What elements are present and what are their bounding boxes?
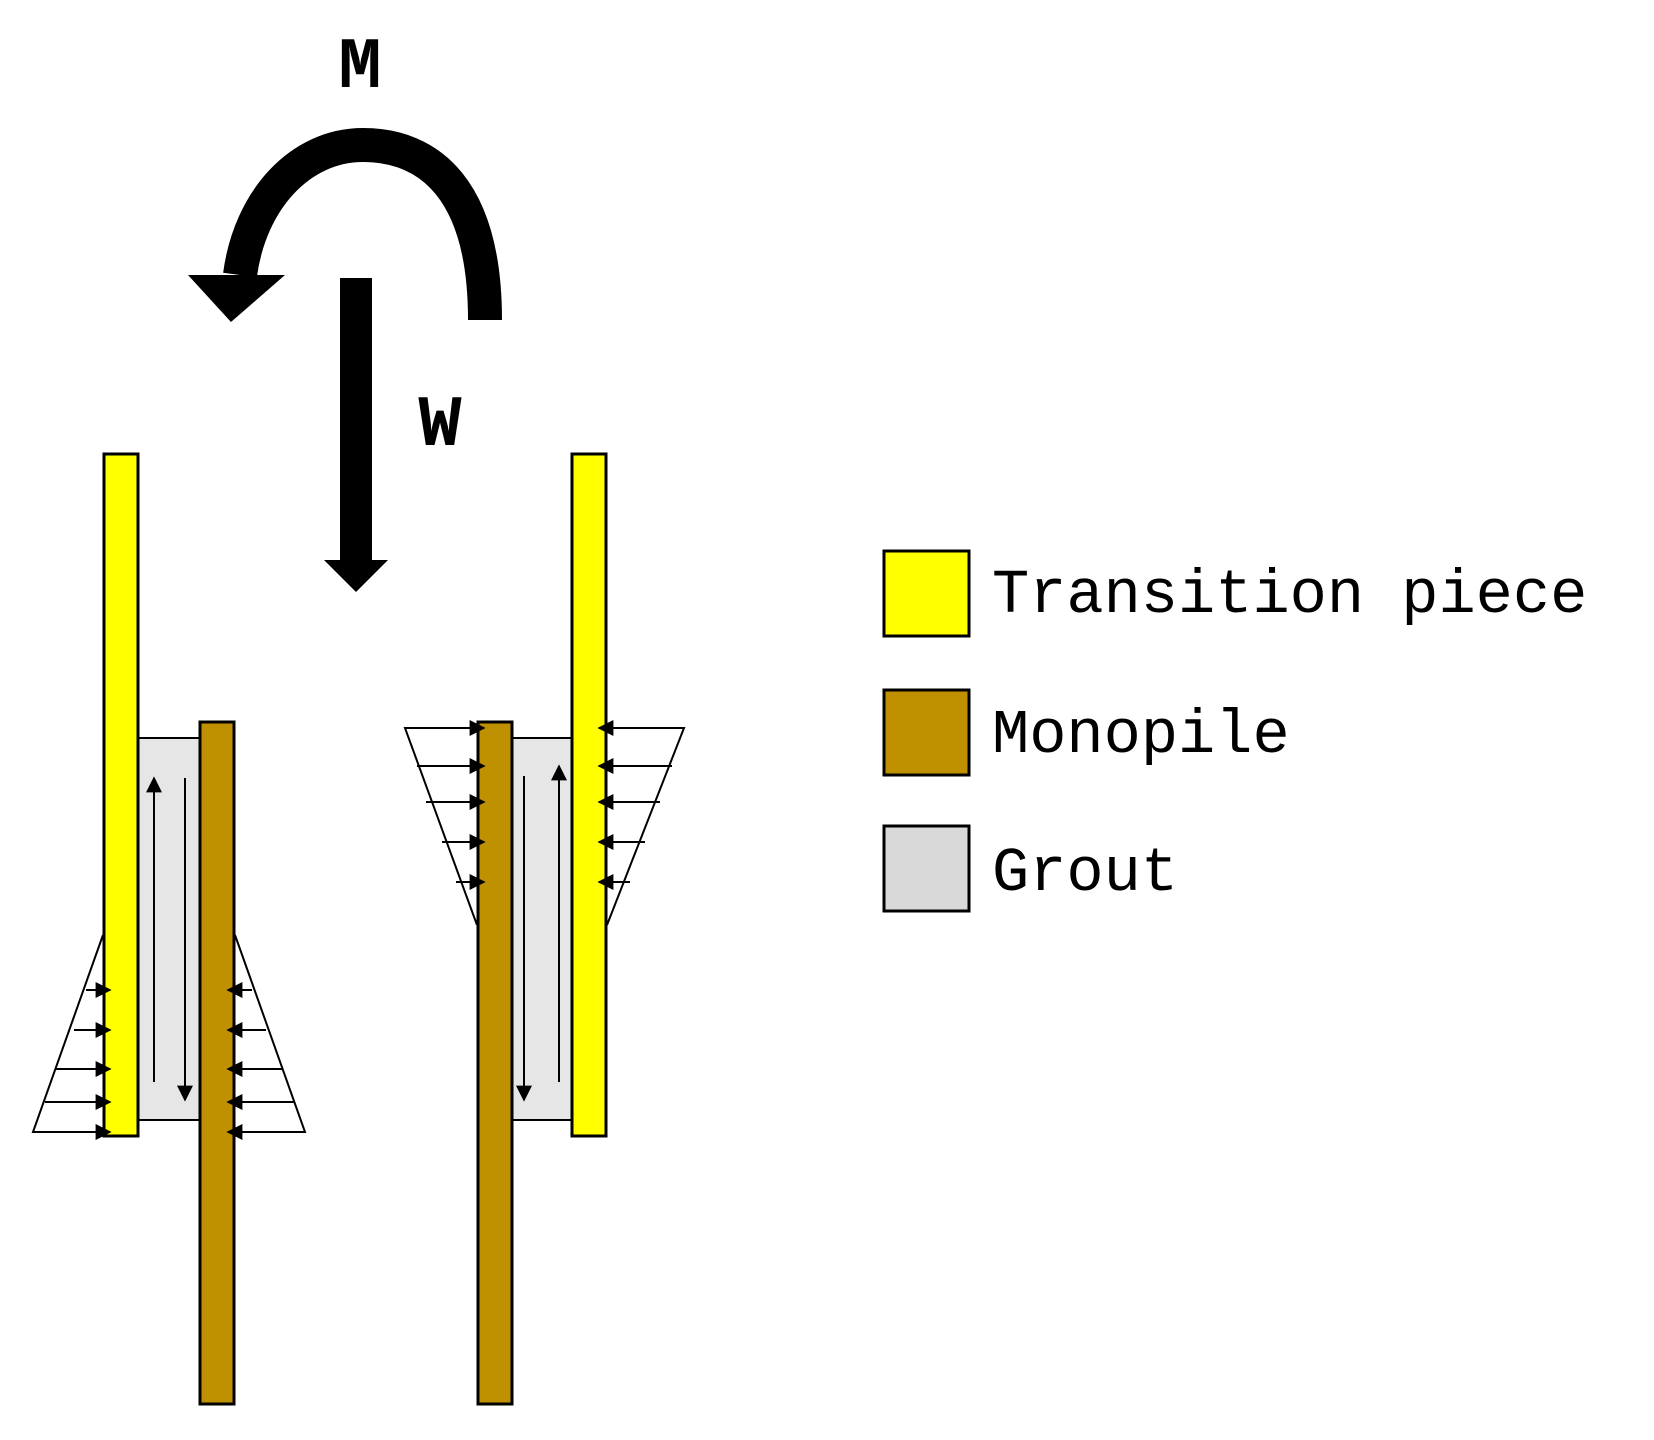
- applied-loads: M W: [188, 27, 502, 592]
- right-connection: [403, 452, 686, 1406]
- legend-swatch-grout: [882, 824, 971, 913]
- right-grout: [511, 737, 573, 1121]
- right-monopile: [476, 720, 514, 1406]
- left-transition-piece: [102, 452, 140, 1138]
- right-monopile-pressure-triangle: [403, 720, 486, 926]
- weight-label: W: [418, 385, 462, 467]
- legend-item-grout: Grout: [882, 824, 1178, 913]
- legend-item-monopile: Monopile: [882, 688, 1290, 777]
- left-grout: [137, 737, 201, 1121]
- left-monopile: [198, 720, 236, 1406]
- right-outer-pressure-triangle: [597, 720, 686, 926]
- right-transition-piece: [570, 452, 608, 1138]
- moment-arrow-icon: [188, 127, 502, 322]
- legend: Transition piece Monopile Grout: [882, 549, 1587, 913]
- legend-swatch-monopile: [882, 688, 971, 777]
- legend-label-transition-piece: Transition piece: [992, 560, 1587, 631]
- moment-label: M: [338, 27, 381, 109]
- legend-label-grout: Grout: [992, 838, 1178, 909]
- left-connection: [31, 452, 307, 1406]
- left-monopile-pressure-triangle: [226, 934, 307, 1140]
- legend-swatch-transition-piece: [882, 549, 971, 638]
- weight-arrow-icon: [324, 278, 388, 592]
- legend-item-transition-piece: Transition piece: [882, 549, 1587, 638]
- legend-label-monopile: Monopile: [992, 700, 1290, 771]
- left-outer-pressure-triangle: [31, 934, 112, 1140]
